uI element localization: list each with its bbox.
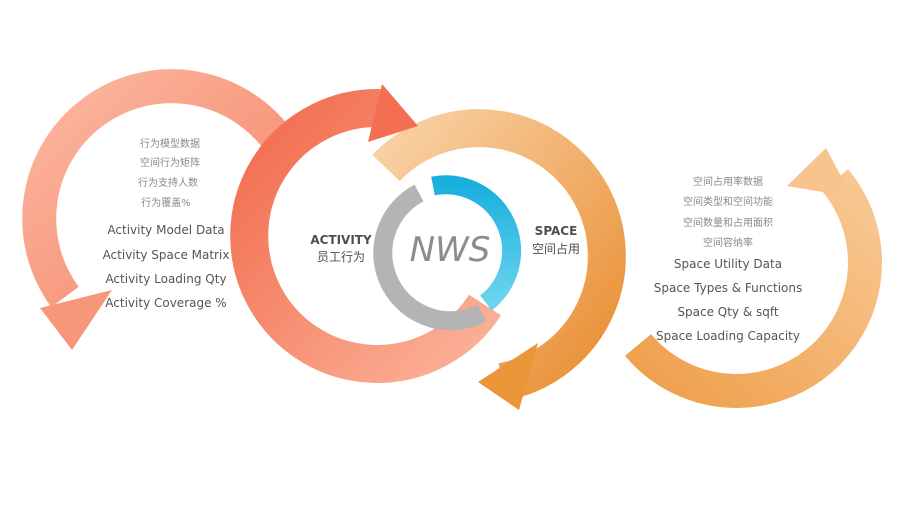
activity-cn-item: 空间行为矩阵	[140, 156, 200, 169]
space-cn-item: 空间类型和空间功能	[683, 195, 773, 208]
nws-logo: NWS	[373, 175, 522, 331]
right-outer-arrow	[624, 148, 882, 408]
activity-metrics: 行为模型数据 空间行为矩阵 行为支持人数 行为覆盖% Activity Mode…	[103, 137, 230, 310]
logo-text: NWS	[410, 230, 491, 270]
activity-en-item: Activity Loading Qty	[105, 272, 226, 286]
space-cn-item: 空间容纳率	[703, 236, 753, 249]
logo-blue-arc	[431, 175, 522, 311]
activity-cn-item: 行为支持人数	[138, 176, 198, 189]
activity-subtitle: 员工行为	[317, 250, 365, 264]
space-en-item: Space Types & Functions	[654, 281, 802, 295]
activity-en-item: Activity Coverage %	[105, 296, 226, 310]
left-outer-arrowhead	[40, 290, 112, 350]
right-outer-arrowhead	[787, 148, 852, 197]
activity-en-item: Activity Model Data	[107, 223, 224, 237]
space-metrics: 空间占用率数据 空间类型和空间功能 空间数量和占用面积 空间容纳率 Space …	[654, 175, 802, 343]
activity-title: ACTIVITY	[310, 233, 372, 247]
activity-cn-item: 行为模型数据	[140, 137, 200, 150]
activity-ring-arrow	[230, 84, 501, 383]
logo-gray-arc	[373, 184, 487, 331]
space-ring-arrow	[372, 109, 626, 410]
activity-arrowhead	[368, 84, 418, 142]
space-cn-item: 空间占用率数据	[693, 175, 763, 188]
space-title: SPACE	[535, 224, 578, 238]
left-outer-arrow	[22, 69, 292, 350]
space-label: SPACE 空间占用	[532, 224, 580, 256]
space-subtitle: 空间占用	[532, 241, 580, 256]
activity-en-item: Activity Space Matrix	[103, 248, 230, 262]
space-arrowhead	[478, 343, 538, 410]
space-en-item: Space Loading Capacity	[656, 329, 800, 343]
space-cn-item: 空间数量和占用面积	[683, 216, 773, 229]
space-en-item: Space Qty & sqft	[677, 305, 779, 319]
activity-label: ACTIVITY 员工行为	[310, 233, 372, 264]
space-en-item: Space Utility Data	[674, 257, 782, 271]
activity-cn-item: 行为覆盖%	[141, 196, 191, 209]
